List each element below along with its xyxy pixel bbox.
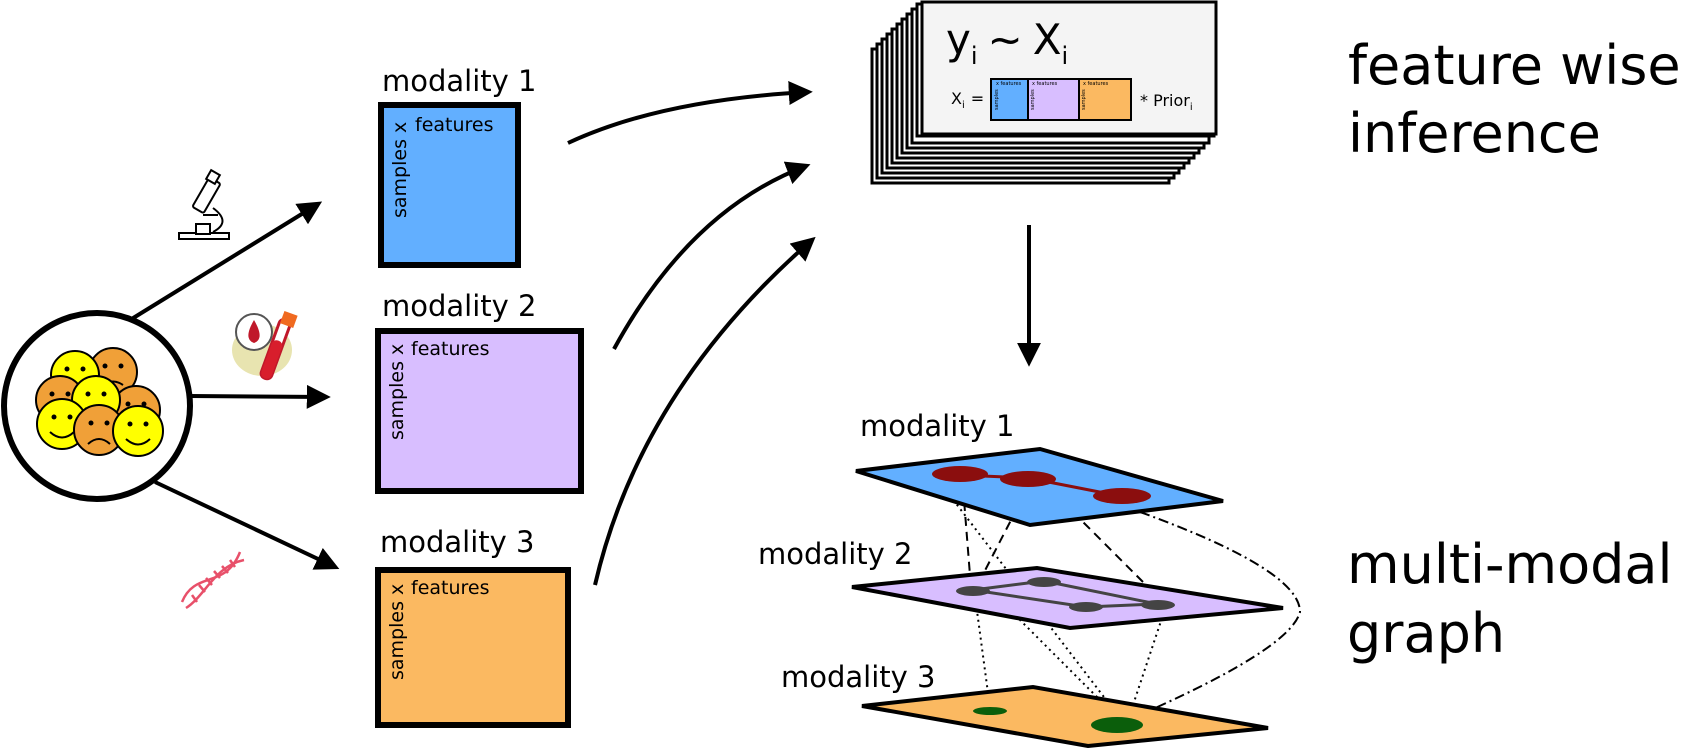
graph-layer-2 bbox=[851, 565, 1284, 631]
svg-text:Xi=: Xi = bbox=[951, 89, 984, 111]
graph-layer-2-label: modality 2 bbox=[758, 537, 913, 571]
modality-3-col-label: features bbox=[411, 577, 490, 599]
modality-3-title: modality 3 bbox=[380, 525, 535, 559]
multi-modal-heading-line2: graph bbox=[1347, 602, 1505, 665]
graph-node bbox=[956, 586, 990, 596]
graph-node bbox=[932, 466, 988, 482]
mini-features-1: x features bbox=[996, 81, 1022, 87]
matrix-label: X bbox=[951, 89, 962, 108]
mini-features-2: x features bbox=[1032, 81, 1058, 87]
mini-features-3: x features bbox=[1083, 81, 1109, 87]
arrow-patients-to-modality-3 bbox=[154, 480, 340, 570]
feature-wise-heading-line2: inference bbox=[1348, 102, 1601, 165]
dna-icon bbox=[180, 551, 245, 610]
modality-2-title: modality 2 bbox=[382, 289, 537, 323]
modality-1-title: modality 1 bbox=[382, 64, 537, 98]
concatenated-matrix: x features x features x features samples… bbox=[990, 78, 1132, 121]
modality-1-row-label: samples x bbox=[389, 122, 411, 218]
svg-text:yi~Xi: yi~Xi bbox=[946, 15, 1068, 70]
mini-samples-3: samples bbox=[1081, 89, 1087, 110]
graph-node bbox=[1141, 600, 1175, 610]
microscope-icon bbox=[178, 168, 230, 240]
multi-modal-heading-line1: multi-modal bbox=[1347, 533, 1673, 596]
inference-panel: yi~Xi Xi= x features x features x featur… bbox=[920, 0, 1218, 136]
blood-sample-icon bbox=[232, 310, 298, 381]
feature-wise-heading-line1: feature wise bbox=[1348, 34, 1681, 97]
modality-3-matrix: modality 3 features samples x bbox=[375, 525, 571, 728]
arrow-modality-2-to-inference bbox=[612, 161, 811, 350]
graph-layer-3 bbox=[861, 684, 1269, 749]
modality-3-row-label: samples x bbox=[386, 584, 408, 680]
matrix-equals: = bbox=[971, 89, 984, 108]
graph-node bbox=[1000, 471, 1056, 487]
equation-x-subscript: i bbox=[1062, 42, 1069, 70]
graph-node bbox=[1093, 488, 1151, 504]
arrow-patients-to-modality-1 bbox=[128, 201, 323, 322]
equation-y: y bbox=[946, 15, 971, 64]
modality-2-col-label: features bbox=[411, 338, 490, 360]
modality-1-matrix: modality 1 features samples x bbox=[378, 64, 537, 268]
modality-2-matrix: modality 2 features samples x bbox=[375, 289, 584, 494]
mini-samples-1: samples bbox=[994, 89, 1000, 110]
modality-2-row-label: samples x bbox=[386, 344, 408, 440]
matrix-label-subscript: i bbox=[962, 100, 965, 111]
equation-x: X bbox=[1033, 15, 1062, 64]
svg-text:* Priori: * Priori bbox=[1140, 91, 1193, 113]
graph-node bbox=[1069, 602, 1103, 612]
graph-node bbox=[1027, 577, 1061, 587]
graph-layer-1 bbox=[855, 446, 1224, 528]
mini-samples-2: samples bbox=[1030, 89, 1036, 110]
equation-tilde: ~ bbox=[988, 15, 1023, 64]
arrow-modality-1-to-inference bbox=[567, 81, 813, 145]
prior-subscript: i bbox=[1190, 102, 1193, 113]
arrow-modality-3-to-inference bbox=[593, 236, 816, 586]
patients-icon bbox=[1, 310, 193, 502]
graph-node bbox=[1091, 717, 1143, 733]
arrow-patients-to-modality-2 bbox=[189, 384, 331, 409]
face-yellow-4 bbox=[112, 405, 164, 457]
graph-layer-1-label: modality 1 bbox=[860, 409, 1015, 443]
prior-label: * Prior bbox=[1140, 91, 1190, 110]
modality-1-col-label: features bbox=[415, 114, 494, 136]
graph-node bbox=[973, 707, 1007, 715]
graph-layer-3-label: modality 3 bbox=[781, 660, 936, 694]
equation-y-subscript: i bbox=[971, 42, 978, 70]
